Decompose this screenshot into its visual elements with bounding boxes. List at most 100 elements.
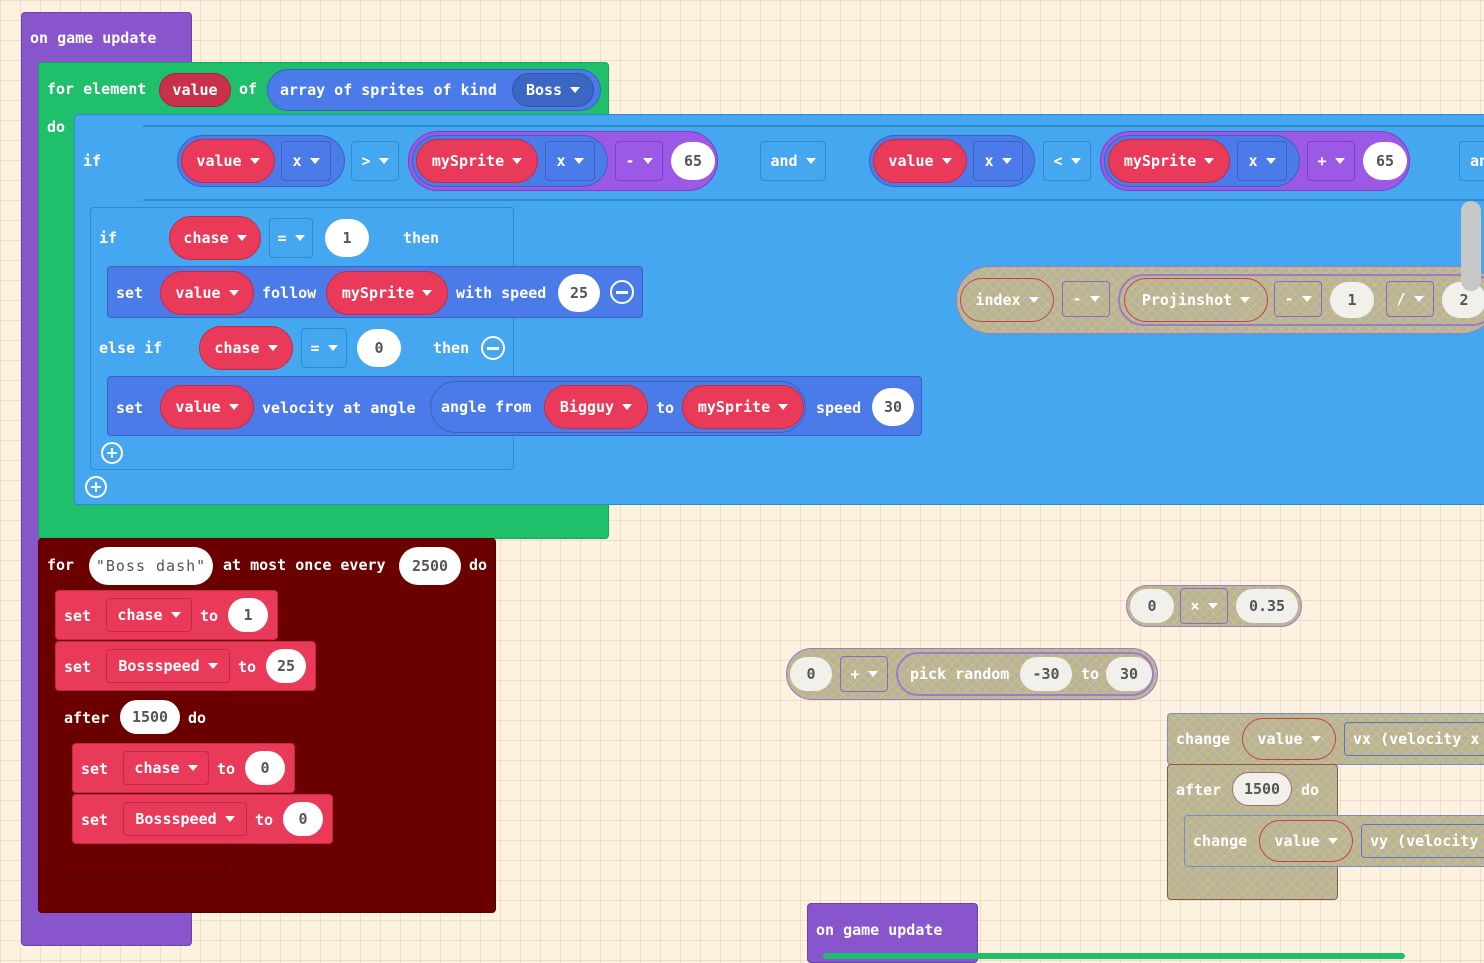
set-bossspeed-var-dropdown[interactable]: Bossspeed xyxy=(106,649,230,683)
random-expression-block[interactable] xyxy=(786,648,1158,700)
dropdown-caret-icon xyxy=(512,158,523,164)
follow-speed-input[interactable]: 25 xyxy=(558,274,600,312)
cond1-left-var-dropdown[interactable]: value xyxy=(181,139,275,183)
for-label: for xyxy=(47,556,75,574)
follow-sprite-dropdown[interactable]: value xyxy=(160,271,254,315)
if-label: if xyxy=(83,152,102,170)
change-vx-block[interactable]: change value vx (velocity x xyxy=(1167,713,1484,765)
set-bossspeed-value-input[interactable]: 25 xyxy=(266,649,306,683)
pick-random-block[interactable]: pick random xyxy=(896,652,1154,696)
add-else-plus-icon[interactable] xyxy=(101,442,123,464)
array-of-sprites-block[interactable]: array of sprites of kind Boss xyxy=(267,69,601,111)
random-a-input[interactable]: 0 xyxy=(790,657,832,691)
dropdown-caret-icon xyxy=(1028,297,1039,303)
vertical-scrollbar[interactable] xyxy=(1461,201,1481,291)
dropdown-caret-icon xyxy=(941,158,952,164)
set-label: set xyxy=(81,760,109,778)
do-label: do xyxy=(1301,781,1320,799)
change-vy-block[interactable]: change value vy (velocity xyxy=(1184,815,1484,867)
else-if-number-input[interactable]: 0 xyxy=(357,329,401,367)
remove-speed-minus-icon[interactable] xyxy=(610,280,634,304)
dropdown-caret-icon xyxy=(224,816,235,822)
set-chase-value-input[interactable]: 1 xyxy=(228,598,268,632)
angle-to-sprite-dropdown[interactable]: mySprite xyxy=(682,385,804,429)
and-condition[interactable] xyxy=(143,125,1484,201)
inner-if-op-dropdown[interactable]: = xyxy=(269,218,313,258)
set-bossspeed-zero-var-dropdown[interactable]: Bossspeed xyxy=(123,802,247,836)
set-chase-block[interactable]: set chase to 1 xyxy=(55,590,278,640)
multiply-a-input[interactable]: 0 xyxy=(1130,589,1174,623)
random-min-input[interactable]: -30 xyxy=(1020,657,1072,691)
set-chase-var-dropdown[interactable]: chase xyxy=(106,598,192,632)
remove-else-if-minus-icon[interactable] xyxy=(481,336,505,360)
set-bossspeed-block[interactable]: set Bossspeed to 25 xyxy=(55,641,316,691)
projinshot-var-dropdown[interactable]: Projinshot xyxy=(1124,278,1268,322)
projinshot-num1-input[interactable]: 1 xyxy=(1330,282,1374,318)
cond1-compare-dropdown[interactable]: > xyxy=(351,141,399,181)
cond2-number-input[interactable]: 65 xyxy=(1363,142,1407,180)
dropdown-caret-icon xyxy=(1240,297,1251,303)
after-ms-input[interactable]: 1500 xyxy=(120,700,180,734)
projinshot-subexpr[interactable] xyxy=(1118,274,1484,326)
set-chase-zero-block[interactable]: set chase to 0 xyxy=(72,743,295,793)
random-plus-op-dropdown[interactable]: + xyxy=(840,656,888,692)
index-op-dropdown[interactable]: - xyxy=(1062,281,1110,317)
inner-if-var-dropdown[interactable]: chase xyxy=(169,216,261,260)
projinshot-op-dropdown[interactable]: - xyxy=(1274,281,1322,317)
dropdown-caret-icon xyxy=(228,404,239,410)
cond2-right-var-dropdown[interactable]: mySprite xyxy=(1108,139,1230,183)
cond2-right-prop-dropdown[interactable]: x xyxy=(1237,141,1287,181)
sprite-kind-dropdown[interactable]: Boss xyxy=(512,73,594,107)
throttle-ms-input[interactable]: 2500 xyxy=(399,547,461,585)
throttle-key-input[interactable]: "Boss dash" xyxy=(89,547,213,585)
after-disabled-ms-input[interactable]: 1500 xyxy=(1232,772,1292,806)
set-chase-zero-var-dropdown[interactable]: chase xyxy=(123,751,209,785)
add-else-plus-icon[interactable] xyxy=(85,476,107,498)
follow-target-dropdown[interactable]: mySprite xyxy=(326,271,448,315)
change-label: change xyxy=(1193,832,1248,850)
cond1-right-var-dropdown[interactable]: mySprite xyxy=(416,139,538,183)
loop-variable-value[interactable]: value xyxy=(159,73,231,107)
multiply-op-dropdown[interactable]: × xyxy=(1180,588,1228,624)
else-if-var-dropdown[interactable]: chase xyxy=(199,326,293,370)
change-vy-var-dropdown[interactable]: value xyxy=(1259,820,1353,862)
set-bossspeed-zero-block[interactable]: set Bossspeed to 0 xyxy=(72,794,333,844)
dropdown-caret-icon xyxy=(1413,296,1424,302)
index-var-dropdown[interactable]: index xyxy=(960,278,1054,322)
inner-if-number-input[interactable]: 1 xyxy=(325,219,369,257)
velocity-speed-input[interactable]: 30 xyxy=(872,388,914,426)
dropdown-caret-icon xyxy=(642,158,653,164)
cond1-math-op-dropdown[interactable]: - xyxy=(615,141,663,181)
cond2-compare-dropdown[interactable]: < xyxy=(1043,141,1091,181)
cond2-left-prop-dropdown[interactable]: x xyxy=(973,141,1023,181)
velocity-sprite-dropdown[interactable]: value xyxy=(160,385,254,429)
dropdown-caret-icon xyxy=(170,612,181,618)
multiply-b-input[interactable]: 0.35 xyxy=(1236,589,1298,623)
else-if-op-dropdown[interactable]: = xyxy=(301,328,347,368)
dropdown-caret-icon xyxy=(1327,838,1338,844)
set-velocity-angle-block[interactable]: set value velocity at angle angle from B… xyxy=(107,376,922,436)
with-speed-label: with speed xyxy=(456,284,547,302)
random-to-label: to xyxy=(1081,665,1100,683)
set-bossspeed-zero-value-input[interactable]: 0 xyxy=(283,802,323,836)
event-label: on game update xyxy=(816,921,943,939)
angle-from-sprite-dropdown[interactable]: Bigguy xyxy=(544,385,648,429)
cond1-right-prop-dropdown[interactable]: x xyxy=(545,141,595,181)
dropdown-caret-icon xyxy=(267,345,278,351)
random-max-input[interactable]: 30 xyxy=(1106,657,1152,691)
change-vx-var-dropdown[interactable]: value xyxy=(1242,718,1336,760)
and-operator-dropdown[interactable]: and xyxy=(760,141,826,181)
set-chase-zero-value-input[interactable]: 0 xyxy=(245,751,285,785)
and-operator-dropdown-2[interactable]: an xyxy=(1459,141,1484,181)
change-vx-prop-dropdown[interactable]: vx (velocity x xyxy=(1344,722,1484,756)
divide-op-dropdown[interactable]: / xyxy=(1386,281,1434,317)
cond2-math-op-dropdown[interactable]: + xyxy=(1307,141,1355,181)
cond1-left-prop-dropdown[interactable]: x xyxy=(281,141,331,181)
cond2-left-var-dropdown[interactable]: value xyxy=(873,139,967,183)
dropdown-caret-icon xyxy=(1204,158,1215,164)
change-vy-prop-dropdown[interactable]: vy (velocity xyxy=(1361,824,1484,858)
cond1-number-input[interactable]: 65 xyxy=(671,142,715,180)
dropdown-caret-icon xyxy=(187,765,198,771)
do-label: do xyxy=(47,118,66,136)
set-follow-block[interactable]: set value follow mySprite with speed 25 xyxy=(107,266,643,318)
